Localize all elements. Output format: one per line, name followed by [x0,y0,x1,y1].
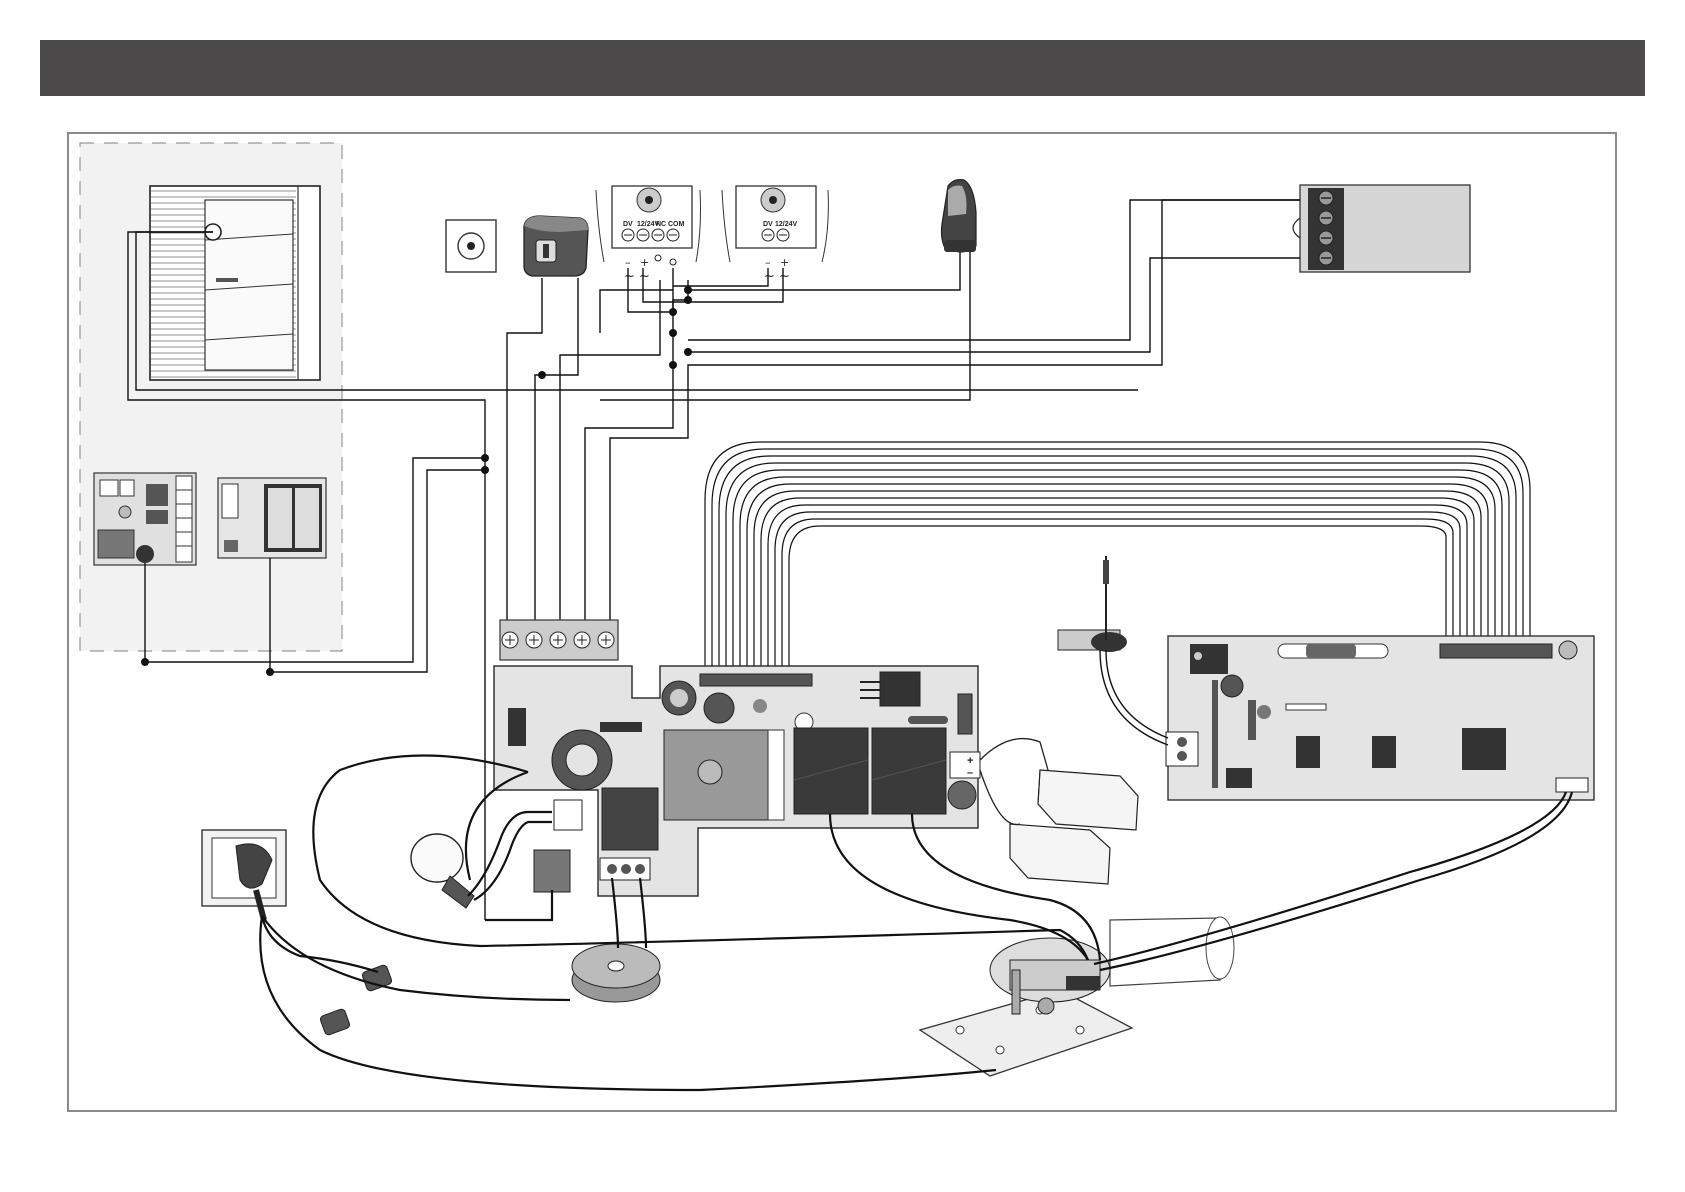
battery-terminal-minus: – [967,767,973,779]
prx-polarity-plus: + [780,256,789,269]
photocell-tx-icon: DV 12/24V NC COM – + ~ ~ [596,186,701,284]
ptx-ac-1: ~ [624,269,635,284]
wall-button-icon [446,220,496,272]
prx-ac-1: ~ [764,269,775,284]
ptx-label-dv: DV [623,221,633,228]
flashing-light-icon [942,180,977,252]
light-bulb-icon [411,834,474,908]
power-socket-icon [202,830,286,920]
key-switch-icon [524,216,588,276]
ptx-label-nc: NC [656,221,666,228]
transformer-icon [319,944,660,1036]
antenna-icon [1058,556,1168,745]
battery-icon [980,739,1138,884]
receiver-board-icon [1166,636,1594,800]
ptx-polarity-plus: + [640,256,649,269]
accessory-board-left [94,473,196,565]
photocell-rx-icon: DV 12/24V – + ~ ~ [722,186,828,284]
prx-label-1224: 12/24V [775,221,798,228]
ptx-ac-2: ~ [639,269,650,284]
prx-polarity-minus: – [765,256,771,269]
battery-terminal-plus: + [967,755,973,767]
control-board-icon: + – [494,620,980,896]
prx-label-dv: DV [763,221,773,228]
wall-terminal-icon [1293,185,1470,272]
wall-pad-icon [218,478,326,558]
prx-ac-2: ~ [779,269,790,284]
ptx-polarity-minus: – [625,256,631,269]
garage-door-icon [150,186,320,380]
ptx-label-com: COM [668,221,685,228]
